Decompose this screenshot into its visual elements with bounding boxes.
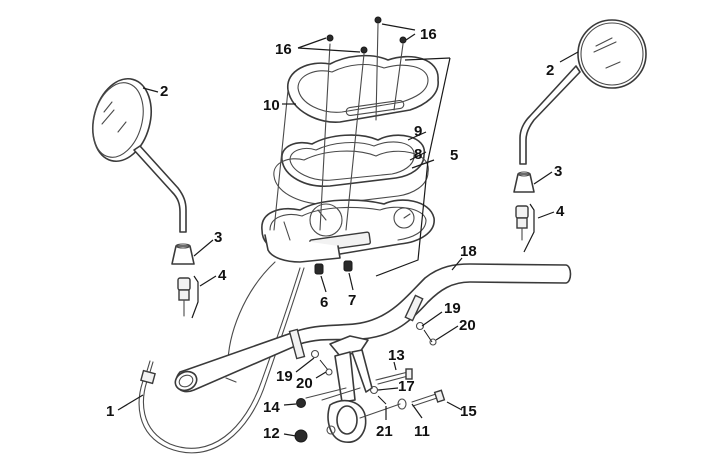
callout-16-left: 16 bbox=[275, 41, 292, 58]
mirror-left bbox=[92, 77, 187, 233]
speedometer-cable bbox=[138, 261, 305, 454]
mirror-right-adapter bbox=[515, 203, 535, 253]
callout-1: 1 bbox=[106, 403, 114, 420]
callout-9: 9 bbox=[414, 123, 422, 140]
callout-11: 11 bbox=[414, 423, 430, 440]
callout-3-right: 3 bbox=[554, 163, 562, 180]
handlebar-clamp bbox=[288, 294, 424, 443]
callout-19-right: 19 bbox=[444, 300, 461, 317]
callout-7: 7 bbox=[348, 292, 356, 309]
mirror-right-boot bbox=[513, 171, 535, 193]
callout-20-right: 20 bbox=[459, 317, 476, 334]
leader-lines bbox=[117, 23, 579, 437]
hardware bbox=[294, 321, 446, 443]
callout-5: 5 bbox=[450, 147, 458, 164]
instrument-cluster bbox=[261, 54, 439, 275]
callout-2-right: 2 bbox=[546, 62, 554, 79]
callout-18: 18 bbox=[460, 243, 477, 260]
callout-2-left: 2 bbox=[160, 83, 168, 100]
callout-10: 10 bbox=[263, 97, 280, 114]
callout-16-right: 16 bbox=[420, 26, 437, 43]
callout-15: 15 bbox=[460, 403, 477, 420]
callout-20-left: 20 bbox=[296, 375, 313, 392]
callout-3-left: 3 bbox=[214, 229, 222, 246]
callout-4-left: 4 bbox=[218, 267, 227, 284]
handlebar bbox=[174, 263, 572, 393]
mirror-left-boot bbox=[171, 243, 195, 265]
callout-12: 12 bbox=[263, 425, 280, 442]
mirror-right bbox=[519, 19, 647, 165]
callout-21: 21 bbox=[376, 423, 393, 440]
callout-8: 8 bbox=[414, 146, 422, 163]
callout-19-left: 19 bbox=[276, 368, 293, 385]
callout-6: 6 bbox=[320, 294, 328, 311]
mirror-left-adapter bbox=[177, 275, 199, 319]
callout-4-right: 4 bbox=[556, 203, 565, 220]
callout-13: 13 bbox=[388, 347, 405, 364]
callout-17: 17 bbox=[398, 378, 415, 395]
screws-16 bbox=[273, 16, 407, 231]
callout-14: 14 bbox=[263, 399, 280, 416]
callouts: 1 2 2 3 3 4 4 5 6 7 8 9 10 11 12 13 14 1… bbox=[106, 26, 565, 442]
